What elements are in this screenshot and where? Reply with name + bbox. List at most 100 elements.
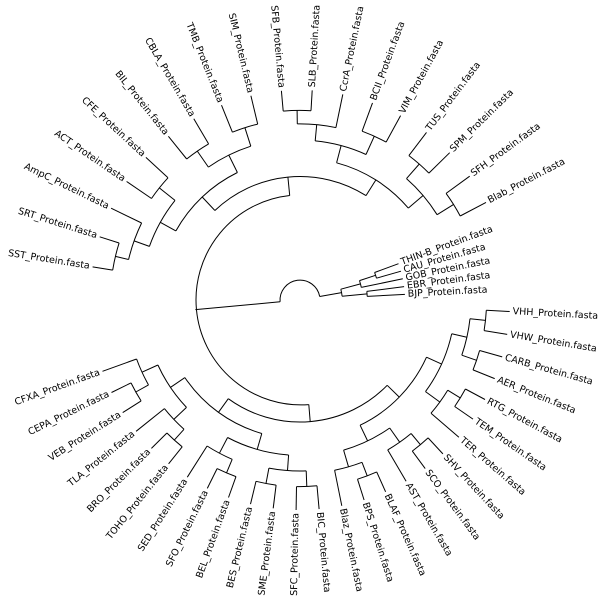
clade-1-tip-branch <box>454 406 474 420</box>
clade-1-tip-branch <box>387 449 407 482</box>
clade-2-tip-branch <box>408 132 427 156</box>
clade-2-arc <box>128 222 143 260</box>
clade-1-tip-branch <box>486 309 510 312</box>
clade-2-tip-branch <box>385 115 402 143</box>
clade-1-tip-branch <box>316 485 320 510</box>
tip-label: BJP_Protein.fasta <box>408 285 488 300</box>
clade-2-tip-branch <box>428 152 451 174</box>
clade-2-arc <box>232 123 258 133</box>
clade-1-stem <box>447 389 461 399</box>
clade-1-arc <box>228 384 388 423</box>
clade-3-stem <box>319 292 342 297</box>
clade-1-stem <box>389 427 401 443</box>
clade-1-stem <box>359 424 369 442</box>
clade-1-tip-branch <box>472 369 495 380</box>
clade-1-tip-branch <box>479 350 503 358</box>
clade-2-arc <box>214 176 367 211</box>
clade-1-tip-branch <box>272 485 277 509</box>
clade-1-stem <box>386 384 400 398</box>
tip-label: Blab_Protein.fasta <box>486 156 567 206</box>
clade-1-tip-branch <box>111 382 132 393</box>
clade-2-tip-branch <box>459 201 487 217</box>
clade-2-tip-branch <box>335 94 344 128</box>
clade-2-tip-branch <box>168 135 188 160</box>
clade-2-tip-branch <box>99 236 120 244</box>
clade-1-stem <box>265 468 270 484</box>
clade-1-arc <box>430 389 449 414</box>
backbone-stem <box>195 301 281 311</box>
clade-1-arc <box>334 461 363 471</box>
clade-2-tip-branch <box>445 175 470 194</box>
clade-1-tip-branch <box>430 412 460 438</box>
clade-2-tip-branch <box>92 266 113 271</box>
clade-1-arc <box>387 433 412 451</box>
tip-label: VHH_Protein.fasta <box>512 306 598 322</box>
tip-label: VHW_Protein.fasta <box>509 329 597 354</box>
tip-label: SIM_Protein.fasta <box>226 12 256 94</box>
tip-label: TMB_Protein.fasta <box>183 20 225 104</box>
clade-3-stem <box>359 274 376 282</box>
clade-2-stem <box>406 163 420 179</box>
clade-2-tip-branch <box>361 102 373 132</box>
tip-label: BCII_Protein.fasta <box>368 20 407 102</box>
clade-1-stem <box>170 377 186 388</box>
clade-1-stem <box>426 356 442 365</box>
clade-2-arc <box>315 140 367 155</box>
clade-2-stem <box>365 179 377 196</box>
tip-label: SFC_Protein.fasta <box>289 513 302 596</box>
clade-2-stem <box>407 195 424 209</box>
root-arc <box>279 279 321 302</box>
clade-2-tip-branch <box>110 207 142 224</box>
clade-1-stem <box>173 428 185 441</box>
clade-2-arc <box>283 109 312 112</box>
clade-2-stem <box>133 240 150 247</box>
clade-1-tip-branch <box>122 400 142 414</box>
clade-2-arc <box>186 143 209 160</box>
clade-1-stem <box>361 462 368 476</box>
clade-1-tip-branch <box>168 446 183 465</box>
clade-1-arc <box>130 382 142 402</box>
clade-2-stem <box>314 124 318 141</box>
clade-1-tip-branch <box>484 330 508 335</box>
clade-2-stem <box>115 255 129 260</box>
clade-1-tip-branch <box>206 468 218 489</box>
clade-1-stem <box>461 354 477 361</box>
clade-1-stem <box>305 470 308 487</box>
backbone-arc <box>195 195 309 406</box>
tip-label: BES_Protein.fasta <box>225 506 255 590</box>
clade-1-tip-branch <box>186 445 208 478</box>
clade-1-stem <box>287 454 290 471</box>
tip-label: SRT_Protein.fasta <box>17 206 99 241</box>
clade-3-stem <box>342 293 368 297</box>
clade-1-tip-branch <box>135 408 165 432</box>
clade-2-stem <box>336 145 342 163</box>
clade-1-tip-branch <box>228 476 237 498</box>
clade-1-arc <box>268 467 307 472</box>
clade-1-tip-branch <box>376 471 387 493</box>
tip-labels: VHH_Protein.fastaVHW_Protein.fastaCARB_P… <box>7 5 598 597</box>
clade-1-tip-branch <box>465 388 486 400</box>
clade-1-stem <box>469 318 486 321</box>
clade-1-stem <box>218 437 229 454</box>
clade-3-tip-branch <box>361 278 403 288</box>
tip-label: TOHO_Protein.fasta <box>104 463 171 543</box>
clade-1-tip-branch <box>102 358 137 372</box>
tip-label: AmpC_Protein.fasta <box>22 161 111 212</box>
clade-2-stem <box>228 154 238 173</box>
tip-label: SME_Protein.fasta <box>256 511 278 597</box>
clade-2-stem <box>365 135 375 155</box>
tip-label: SST_Protein.fasta <box>7 248 90 272</box>
clade-1-tip-branch <box>357 479 365 501</box>
clade-2-stem <box>160 221 177 232</box>
clade-1-tip-branch <box>411 450 426 469</box>
clade-2-tip-branch <box>126 181 152 199</box>
clade-1-stem <box>451 333 468 338</box>
clade-1-tip-branch <box>334 470 343 506</box>
clade-2-arc <box>297 123 337 129</box>
clade-2-stem <box>244 127 252 147</box>
clade-1-stem <box>308 404 311 422</box>
clade-1-stem <box>226 459 233 474</box>
tip-label: VIM_Protein.fasta <box>397 38 446 115</box>
clade-2-tip-branch <box>145 157 169 179</box>
